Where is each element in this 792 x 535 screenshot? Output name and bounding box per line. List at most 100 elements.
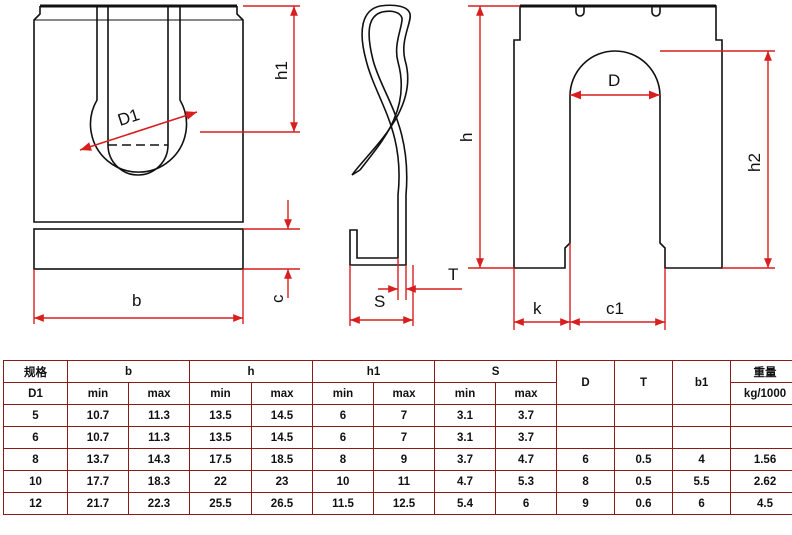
table-cell: 4.5 xyxy=(730,492,792,515)
table-cell: 6 xyxy=(556,448,616,471)
table-cell: 6 xyxy=(495,492,558,515)
table-cell: 6 xyxy=(672,492,732,515)
header-cell: 重量 xyxy=(730,360,792,383)
table-cell: 8 xyxy=(312,448,374,471)
table-cell: 9 xyxy=(372,448,436,471)
b-label: b xyxy=(132,291,141,310)
table-cell: 13.7 xyxy=(67,448,129,471)
table-cell: 25.5 xyxy=(189,492,252,515)
c-dimension xyxy=(243,200,300,298)
table-cell: 1.56 xyxy=(730,448,792,471)
d1-dimension-line xyxy=(79,111,198,151)
slot-outline xyxy=(107,6,169,176)
table-cell: 3.1 xyxy=(434,404,497,427)
table-cell: 10.7 xyxy=(67,426,129,449)
table-cell: 5.3 xyxy=(495,470,558,493)
h1-label: h1 xyxy=(272,61,291,80)
d-label: D xyxy=(608,71,620,90)
table-cell: 14.5 xyxy=(251,404,313,427)
header-cell: max xyxy=(372,382,436,405)
h2-dimension xyxy=(660,50,775,269)
table-cell: 13.5 xyxy=(189,426,252,449)
table-cell: 5.4 xyxy=(434,492,497,515)
table-cell: 12 xyxy=(3,492,68,515)
technical-drawing: D1 h1 c b S T xyxy=(33,4,775,330)
header-cell: h xyxy=(189,360,313,383)
s-label: S xyxy=(374,292,385,311)
k-c1-dimensions xyxy=(513,243,666,330)
c1-label: c1 xyxy=(606,299,624,318)
header-cell: max xyxy=(128,382,190,405)
table-cell: 7 xyxy=(372,426,436,449)
header-cell: min xyxy=(189,382,252,405)
table-cell: 11.3 xyxy=(128,404,190,427)
table-cell: 6 xyxy=(312,404,374,427)
table-header-row-2: D1 min max min max min max min max kg/10… xyxy=(3,382,792,405)
header-cell: max xyxy=(251,382,313,405)
table-cell: 2.62 xyxy=(730,470,792,493)
table-cell: 6 xyxy=(3,426,68,449)
table-cell: 0.6 xyxy=(614,492,674,515)
header-cell: D1 xyxy=(3,382,68,405)
h2-label: h2 xyxy=(745,153,764,172)
table-cell: 10.7 xyxy=(67,404,129,427)
t-label: T xyxy=(448,265,458,284)
blank-view xyxy=(513,4,723,269)
table-cell: 26.5 xyxy=(251,492,313,515)
table-cell: 18.3 xyxy=(128,470,190,493)
header-cell: h1 xyxy=(311,360,436,383)
header-cell: min xyxy=(312,382,374,405)
table-cell xyxy=(730,404,792,427)
table-cell: 17.5 xyxy=(189,448,252,471)
c-label: c xyxy=(268,294,287,303)
header-cell: 规格 xyxy=(3,360,68,383)
side-strip xyxy=(33,228,244,270)
h1-dimension xyxy=(200,5,300,133)
table-cell xyxy=(672,426,732,449)
specification-table: 规格 b h h1 S D T b1 重量 D1 min max min max… xyxy=(3,360,792,515)
table-cell: 14.3 xyxy=(128,448,190,471)
table-cell: 11.5 xyxy=(312,492,374,515)
header-cell: S xyxy=(434,360,558,383)
header-cell: kg/1000 xyxy=(730,382,792,405)
table-cell: 8 xyxy=(556,470,616,493)
h-label: h xyxy=(457,133,476,142)
side-profile xyxy=(349,4,411,266)
table-cell: 0.5 xyxy=(614,470,674,493)
table-cell: 3.7 xyxy=(495,426,558,449)
header-cell: b1 xyxy=(672,360,732,405)
b-dimension xyxy=(33,269,244,324)
k-label: k xyxy=(533,299,542,318)
table-cell: 17.7 xyxy=(67,470,129,493)
table-cell: 21.7 xyxy=(67,492,129,515)
tongue-outline xyxy=(89,6,188,173)
table-cell: 8 xyxy=(3,448,68,471)
header-cell: min xyxy=(67,382,129,405)
table-cell: 18.5 xyxy=(251,448,313,471)
table-cell: 12.5 xyxy=(372,492,436,515)
table-header-row-1: 规格 b h h1 S D T b1 重量 xyxy=(3,360,792,405)
table-cell: 13.5 xyxy=(189,404,252,427)
h-dimension xyxy=(468,5,520,269)
table-cell xyxy=(614,404,674,427)
table-cell: 0.5 xyxy=(614,448,674,471)
header-cell: D xyxy=(556,360,616,405)
front-view xyxy=(33,4,244,270)
table-cell: 4 xyxy=(672,448,732,471)
blank-outline xyxy=(513,5,723,269)
table-cell: 10 xyxy=(312,470,374,493)
table-cell: 11 xyxy=(372,470,436,493)
table-cell xyxy=(672,404,732,427)
table-cell: 11.3 xyxy=(128,426,190,449)
table-cell: 5 xyxy=(3,404,68,427)
table-cell: 4.7 xyxy=(495,448,558,471)
header-cell: min xyxy=(434,382,497,405)
table-cell: 22.3 xyxy=(128,492,190,515)
header-cell: max xyxy=(495,382,558,405)
table-cell: 6 xyxy=(312,426,374,449)
table-cell: 14.5 xyxy=(251,426,313,449)
